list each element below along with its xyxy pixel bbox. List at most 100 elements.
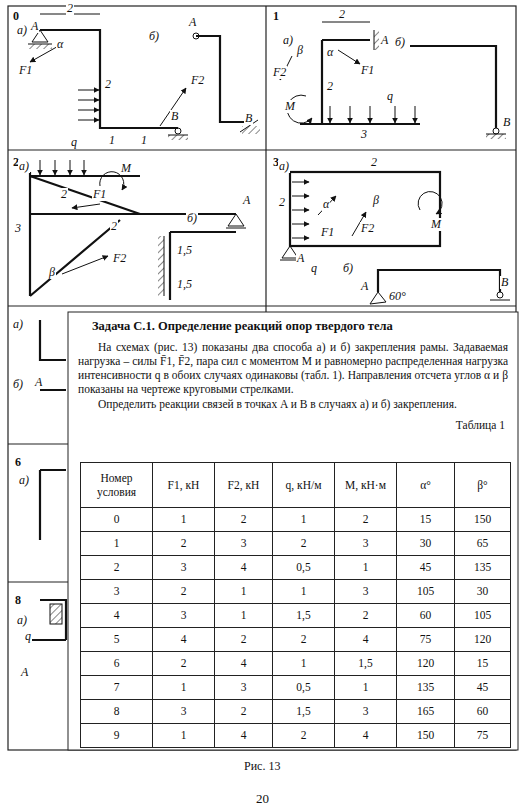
cell-text: 3 bbox=[114, 585, 120, 598]
cell-text: 30 bbox=[420, 537, 432, 550]
table-cell: 45 bbox=[396, 555, 455, 580]
cell-text: 2 bbox=[241, 513, 247, 526]
diagram-label: б) bbox=[148, 30, 160, 43]
panel-number: 1 bbox=[272, 10, 280, 23]
cell-text: 15 bbox=[477, 657, 489, 670]
table-cell: 60 bbox=[454, 699, 511, 724]
cell-text: 2 bbox=[181, 585, 187, 598]
cell-text: 2 bbox=[301, 537, 307, 550]
table-cell: 2 bbox=[214, 627, 273, 652]
table-cell: 4 bbox=[334, 723, 397, 748]
table-cell: 60 bbox=[396, 603, 455, 628]
table-cell: 1,5 bbox=[334, 651, 397, 676]
cell-text: 45 bbox=[477, 681, 489, 694]
cell-text: 150 bbox=[417, 729, 434, 742]
diagram-label: а) bbox=[278, 160, 290, 173]
cell-text: 60 bbox=[477, 705, 489, 718]
cell-text: 3 bbox=[363, 585, 369, 598]
table-cell: 2 bbox=[152, 579, 215, 604]
cell-text: 4 bbox=[363, 729, 369, 742]
table-cell: 4 bbox=[80, 603, 153, 628]
diagram-label: 2 bbox=[326, 80, 334, 93]
cell-text: α° bbox=[417, 479, 434, 492]
table-cell: 135 bbox=[454, 555, 511, 580]
diagram-label: B bbox=[500, 276, 509, 289]
table-cell: 1 bbox=[152, 507, 215, 532]
cell-text: 1 bbox=[181, 513, 187, 526]
cell-text: β° bbox=[474, 479, 490, 492]
cell-text: 30 bbox=[477, 585, 489, 598]
cell-text: 3 bbox=[363, 705, 369, 718]
table-cell: 120 bbox=[454, 627, 511, 652]
table-cell: 2 bbox=[272, 531, 335, 556]
cell-text: 6 bbox=[114, 657, 120, 670]
cell-text: 15 bbox=[420, 513, 432, 526]
cell-text: 0,5 bbox=[296, 561, 310, 574]
cell-text: 2 bbox=[181, 657, 187, 670]
cell-text: 3 bbox=[241, 537, 247, 550]
table-cell: 4 bbox=[152, 627, 215, 652]
diagram-label: F2 bbox=[360, 222, 375, 235]
cell-text: 165 bbox=[417, 705, 434, 718]
diagram-label: β bbox=[48, 266, 56, 279]
diagram-label: 1 bbox=[140, 134, 148, 147]
table-cell: 15 bbox=[396, 507, 455, 532]
diagram-label: 2 bbox=[66, 2, 74, 15]
diagram-label: B bbox=[170, 110, 179, 123]
diagram-label: F2 bbox=[112, 252, 127, 265]
cell-text: 150 bbox=[474, 513, 491, 526]
table-cell: 6 bbox=[80, 651, 153, 676]
figure-caption: Рис. 13 bbox=[244, 760, 280, 773]
cell-text: 45 bbox=[420, 561, 432, 574]
diagram-label: β bbox=[372, 194, 380, 207]
diagram-label: F1 bbox=[360, 64, 375, 77]
diagram-label: а) bbox=[12, 318, 24, 331]
cell-text: 1 bbox=[241, 585, 247, 598]
diagram-label: A bbox=[20, 666, 29, 679]
diagram-label: β bbox=[296, 44, 304, 57]
table-cell: 0 bbox=[80, 507, 153, 532]
table-cell: 2 bbox=[152, 651, 215, 676]
diagram-label: F1 bbox=[320, 226, 335, 239]
diagram-label: α bbox=[326, 46, 334, 59]
cell-text: 1,5 bbox=[296, 705, 310, 718]
diagram-label: 2 bbox=[370, 156, 378, 169]
diagram-label: A bbox=[30, 20, 39, 33]
cell-text: 105 bbox=[417, 585, 434, 598]
cell-text: 9 bbox=[114, 729, 120, 742]
cell-text: Номер условия bbox=[81, 472, 152, 498]
table-cell: 9 bbox=[80, 723, 153, 748]
table-cell: 3 bbox=[334, 699, 397, 724]
diagram-label: а) bbox=[18, 474, 30, 487]
diagram-label: A bbox=[380, 34, 389, 47]
cell-text: 1 bbox=[363, 561, 369, 574]
table-cell: 2 bbox=[80, 555, 153, 580]
diagram-label: A bbox=[34, 376, 43, 389]
cell-text: 2 bbox=[363, 609, 369, 622]
table-title: Таблица 1 bbox=[456, 419, 505, 432]
table-cell: 7 bbox=[80, 675, 153, 700]
table-cell: 2 bbox=[334, 507, 397, 532]
table-cell: 2 bbox=[214, 507, 273, 532]
table-cell: 165 bbox=[396, 699, 455, 724]
table-cell: 3 bbox=[214, 675, 273, 700]
cell-text: 3 bbox=[181, 609, 187, 622]
table-header-cell: α° bbox=[396, 462, 455, 509]
cell-text: 120 bbox=[417, 657, 434, 670]
diagram-label: q bbox=[24, 630, 32, 643]
cell-text: 60 bbox=[420, 609, 432, 622]
table-cell: 1 bbox=[214, 603, 273, 628]
cell-text: 4 bbox=[181, 633, 187, 646]
cell-text: 0 bbox=[114, 513, 120, 526]
cell-text: 1 bbox=[301, 657, 307, 670]
table-cell: 1 bbox=[272, 579, 335, 604]
body-text: На схемах (рис. 13) показаны два способа… bbox=[78, 340, 508, 396]
cell-text: F1, кН bbox=[165, 479, 203, 492]
cell-text: 120 bbox=[474, 633, 491, 646]
diagram-label: q bbox=[386, 90, 394, 103]
table-cell: 15 bbox=[454, 651, 511, 676]
diagram-label: 60° bbox=[388, 290, 407, 303]
diagram-label: 2 bbox=[338, 8, 346, 21]
table-cell: 150 bbox=[396, 723, 455, 748]
diagram-label: б) bbox=[186, 212, 198, 225]
